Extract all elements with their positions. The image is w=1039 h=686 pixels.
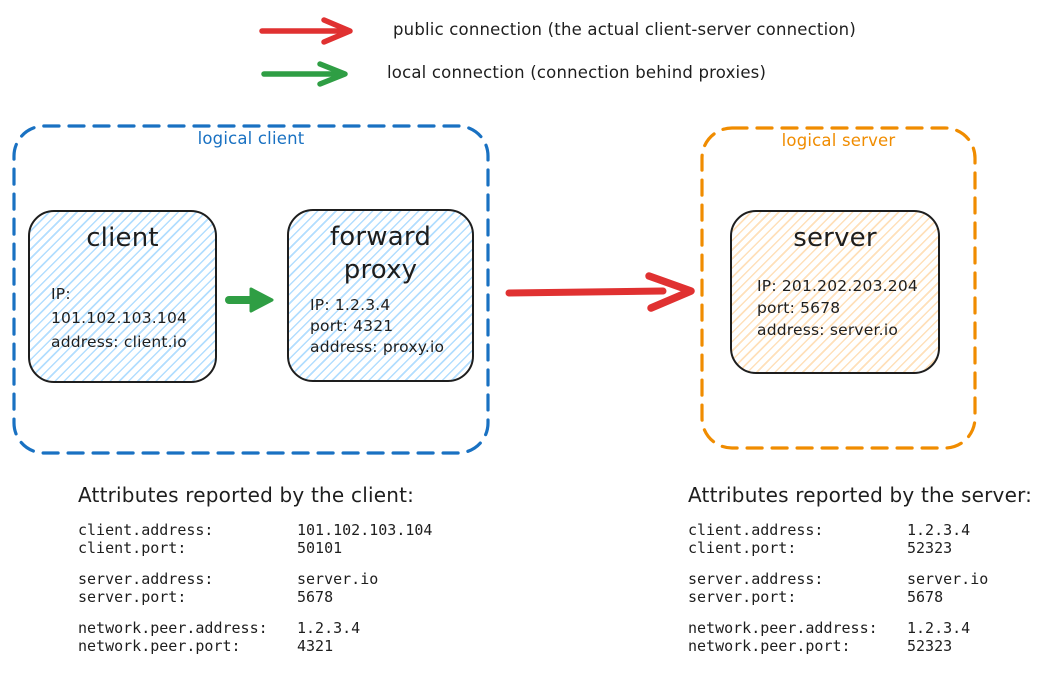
- client-attributes-block: Attributes reported by the client: clien…: [78, 483, 498, 669]
- logical-server-group: logical server server IP: 201.202.203.20…: [700, 126, 977, 450]
- logical-server-label: logical server: [781, 131, 896, 150]
- client-attr-group: client.address: 101.102.103.104 client.p…: [78, 521, 498, 557]
- server-node-details: IP: 201.202.203.204 port: 5678 address: …: [732, 275, 938, 341]
- server-address: address: server.io: [757, 321, 899, 340]
- server-attr-group: client.address: 1.2.3.4 client.port: 523…: [688, 521, 1039, 557]
- proxy-port: port: 4321: [310, 316, 394, 335]
- public-connection-diagram-arrow-icon: [503, 271, 703, 313]
- attr-row: network.peer.address: 1.2.3.4: [78, 619, 361, 637]
- client-attr-group: server.address: server.io server.port: 5…: [78, 570, 498, 606]
- logical-client-group: logical client client IP: 101.102.103.10…: [12, 124, 490, 455]
- server-ip: IP: 201.202.203.204: [757, 277, 918, 296]
- forward-proxy-node-title: forward proxy: [329, 222, 432, 286]
- client-attributes-rows: client.address: 101.102.103.104 client.p…: [78, 521, 498, 655]
- attr-row: server.port: 5678: [688, 587, 944, 606]
- server-port: port: 5678: [757, 299, 841, 318]
- server-node: server IP: 201.202.203.204 port: 5678 ad…: [730, 210, 940, 374]
- attr-row: server.address: server.io: [78, 570, 379, 588]
- attr-row: network.peer.port: 52323: [688, 636, 953, 655]
- attr-row: client.port: 52323: [688, 538, 953, 557]
- attr-row: client.port: 50101: [78, 538, 343, 557]
- local-connection-diagram-arrow-icon: [224, 286, 276, 314]
- proxy-ip: IP: 1.2.3.4: [310, 295, 391, 314]
- client-attr-group: network.peer.address: 1.2.3.4 network.pe…: [78, 619, 498, 655]
- client-attributes-heading: Attributes reported by the client:: [78, 483, 415, 507]
- server-node-title: server: [793, 223, 877, 253]
- client-address: address: client.io: [51, 333, 187, 352]
- attr-row: network.peer.port: 4321: [78, 636, 334, 655]
- server-attributes-block: Attributes reported by the server: clien…: [688, 483, 1039, 669]
- attr-row: client.address: 1.2.3.4: [688, 521, 971, 539]
- server-attr-group: network.peer.address: 1.2.3.4 network.pe…: [688, 619, 1039, 655]
- forward-proxy-node-details: IP: 1.2.3.4 port: 4321 address: proxy.io: [289, 295, 472, 358]
- logical-server-border: [700, 126, 977, 450]
- public-connection-arrow-icon: [258, 16, 370, 46]
- server-attr-group: server.address: server.io server.port: 5…: [688, 570, 1039, 606]
- logical-client-border: [12, 124, 490, 455]
- local-connection-label: local connection (connection behind prox…: [387, 63, 767, 82]
- forward-proxy-node: forward proxy IP: 1.2.3.4 port: 4321 add…: [287, 209, 474, 382]
- proxy-address: address: proxy.io: [310, 337, 445, 356]
- local-connection-arrow-icon: [260, 59, 365, 89]
- public-connection-label: public connection (the actual client-ser…: [393, 20, 856, 39]
- client-node-title: client: [86, 223, 159, 253]
- client-node: client IP: 101.102.103.104 address: clie…: [28, 210, 217, 383]
- attr-row: server.address: server.io: [688, 570, 989, 588]
- attr-row: client.address: 101.102.103.104: [78, 521, 433, 539]
- client-node-details: IP: 101.102.103.104 address: client.io: [30, 282, 215, 354]
- attr-row: server.port: 5678: [78, 587, 334, 606]
- server-attributes-heading: Attributes reported by the server:: [688, 483, 1033, 507]
- client-ip: IP: 101.102.103.104: [51, 285, 188, 328]
- attr-row: network.peer.address: 1.2.3.4: [688, 619, 971, 637]
- logical-client-label: logical client: [197, 129, 305, 148]
- server-attributes-rows: client.address: 1.2.3.4 client.port: 523…: [688, 521, 1039, 655]
